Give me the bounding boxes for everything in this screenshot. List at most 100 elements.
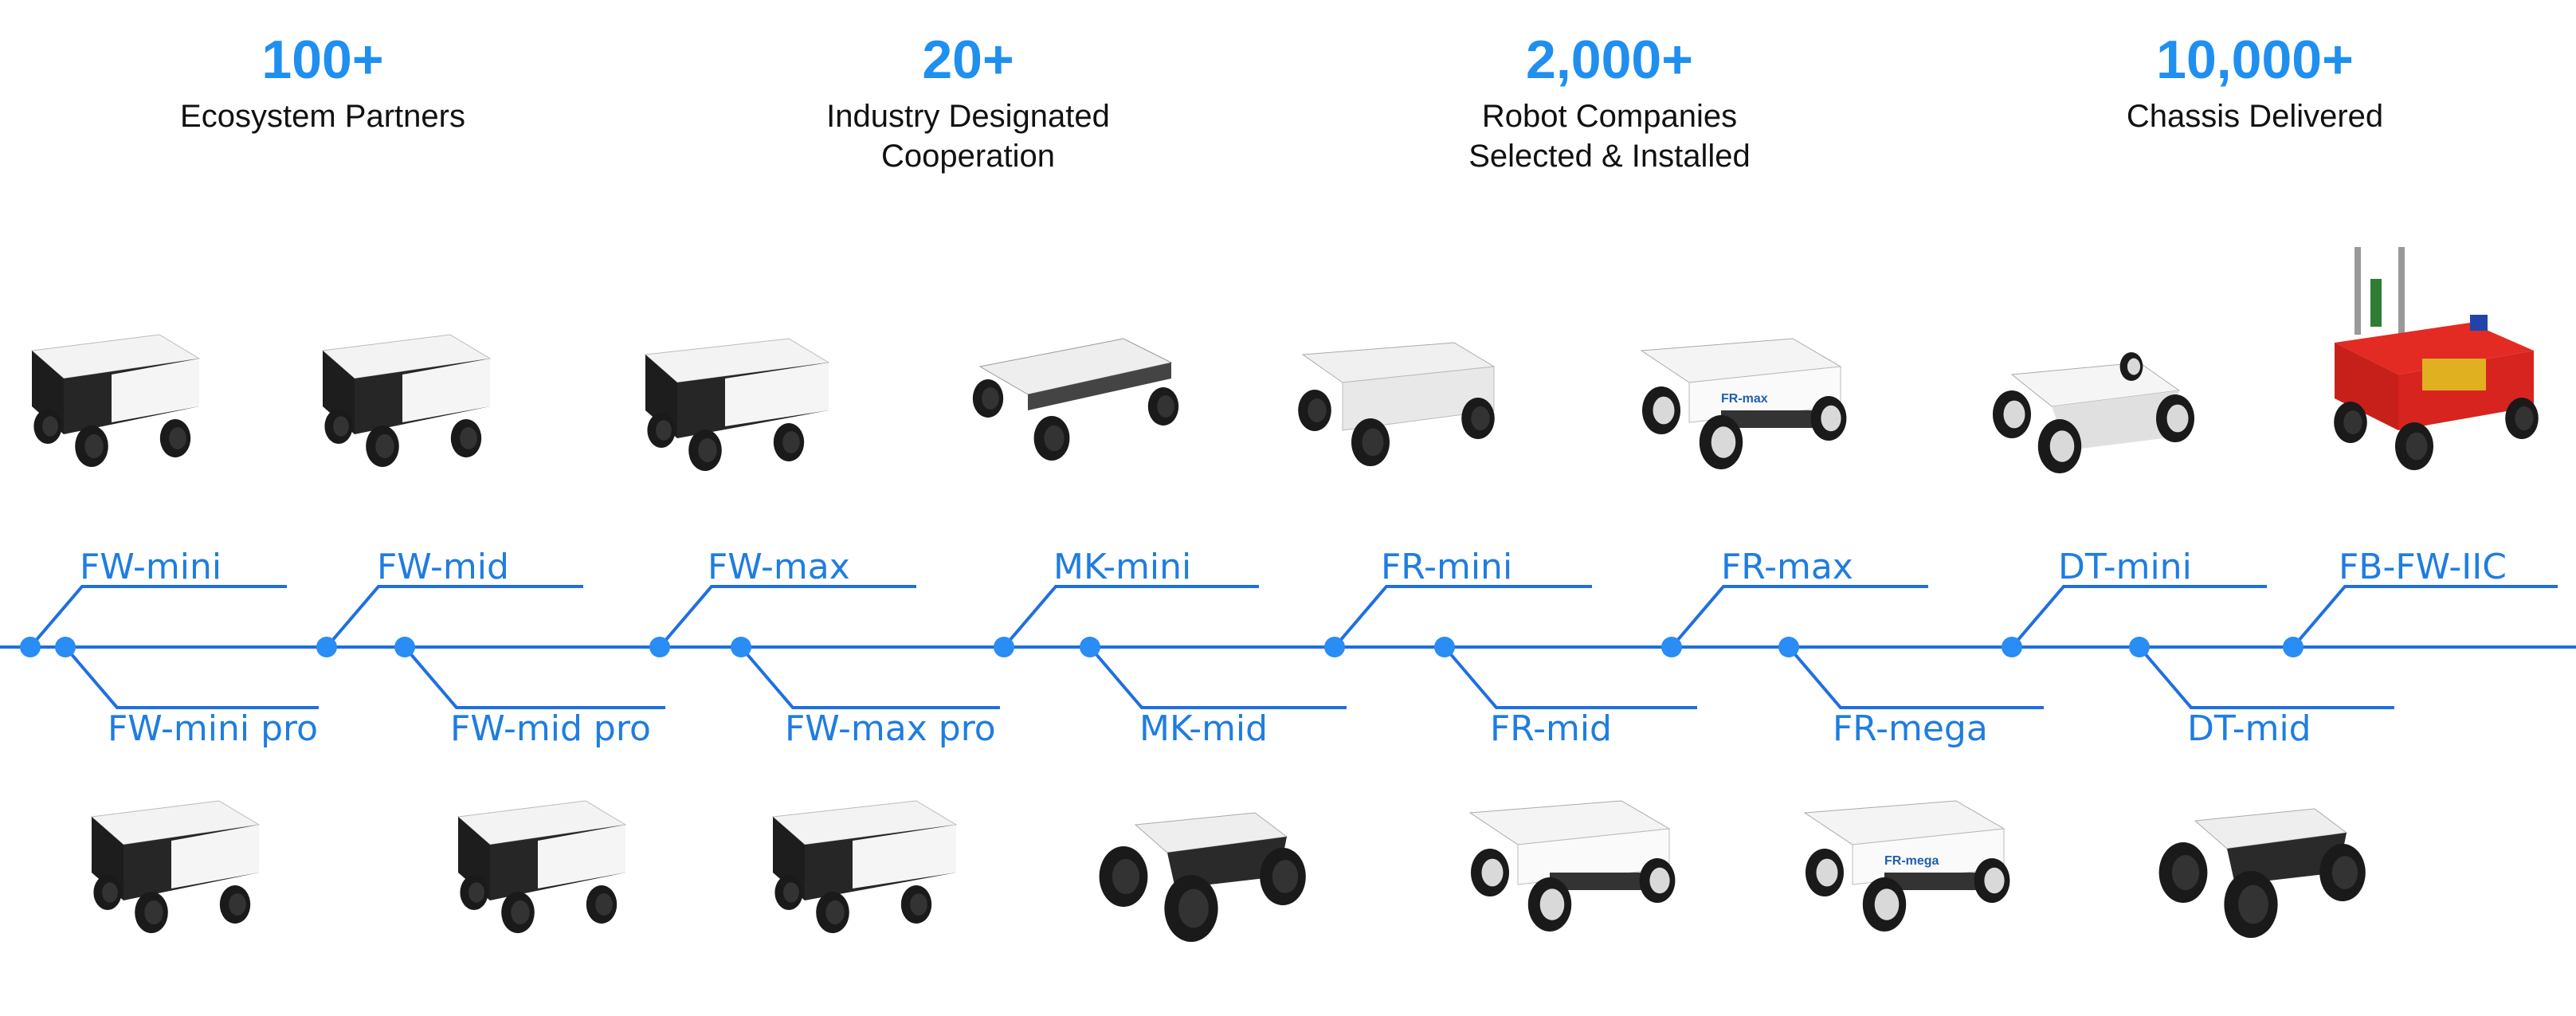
wheel-hub xyxy=(2127,358,2141,375)
robot-image-fw-mid-pro xyxy=(442,785,665,944)
wheel-hub xyxy=(1711,426,1736,458)
chassis-badge-text: FR-max xyxy=(1721,392,1768,406)
timeline-connector-top xyxy=(1333,585,1592,649)
timeline-dot xyxy=(649,637,670,657)
model-label-fr-mini: FR-mini xyxy=(1381,547,1513,587)
chassis-side xyxy=(2335,343,2398,430)
wheel-hub xyxy=(595,893,613,916)
wheel-hub xyxy=(84,433,104,459)
timeline-connector-bottom xyxy=(2138,645,2394,709)
timeline-connector-top xyxy=(29,585,287,649)
timeline-connector-top xyxy=(1002,585,1259,649)
wheel-hub xyxy=(102,882,118,903)
stat-value: 2,000+ xyxy=(1526,29,1693,90)
timeline-dot xyxy=(20,637,41,657)
wheel-hub xyxy=(1308,398,1327,423)
chassis-top xyxy=(2335,323,2534,375)
wheel-hub xyxy=(1362,428,1384,457)
wheel-hub xyxy=(2166,404,2189,433)
wheel-hub xyxy=(2515,406,2534,431)
timeline-dot xyxy=(994,637,1014,657)
wheel-hub xyxy=(2171,854,2200,891)
stat-industry-cooperation: 20+ Industry Designated Cooperation xyxy=(689,30,1247,176)
wheel-hub xyxy=(1178,889,1209,928)
robot-image-fr-mega: FR-mega xyxy=(1789,785,2012,944)
wheel-hub xyxy=(783,882,799,903)
model-label-fr-max: FR-max xyxy=(1721,547,1853,587)
robot-image-fr-max: FR-max xyxy=(1625,323,1849,482)
robot-image-fr-mid xyxy=(1454,785,1677,944)
timeline-connector-bottom xyxy=(1787,645,2044,709)
wheel-hub xyxy=(460,427,477,449)
mast xyxy=(2354,247,2361,335)
wheel-hub xyxy=(42,416,58,437)
signal-light xyxy=(2370,279,2382,327)
wheel-hub xyxy=(375,433,394,459)
wheel-hub xyxy=(782,431,800,453)
stat-label: Ecosystem Partners xyxy=(180,98,465,134)
timeline-dot xyxy=(1778,637,1799,657)
stat-ecosystem-partners: 100+ Ecosystem Partners xyxy=(44,30,602,136)
chassis-front xyxy=(1342,366,1495,431)
timeline-connector-top xyxy=(1670,585,1928,649)
wheel-hub xyxy=(333,416,349,437)
robot-image-fw-max-pro xyxy=(757,785,980,944)
stat-label-line: Cooperation xyxy=(881,138,1055,174)
stat-value: 20+ xyxy=(922,29,1014,90)
timeline-dot xyxy=(1324,637,1345,657)
wheel-hub xyxy=(2331,856,2358,889)
timeline-dot xyxy=(2129,637,2150,657)
wheel-hub xyxy=(1649,867,1670,894)
wheel-hub xyxy=(1539,889,1565,920)
wheel-hub xyxy=(169,427,186,449)
timeline-connector-bottom xyxy=(64,645,319,709)
wheel-hub xyxy=(2003,400,2025,429)
timeline-connector-top xyxy=(2010,585,2267,649)
model-label-fr-mid: FR-mid xyxy=(1490,708,1612,749)
timeline-connector-top xyxy=(658,585,916,649)
wheel-hub xyxy=(2049,430,2075,462)
chassis-underbody xyxy=(1884,873,1988,890)
timeline-connector-bottom xyxy=(739,645,1000,709)
robot-image-mk-mini xyxy=(964,319,1187,478)
timeline-dot xyxy=(1434,637,1455,657)
stat-label: Chassis Delivered xyxy=(2126,98,2384,134)
model-label-fw-mid-pro: FW-mid pro xyxy=(450,708,651,749)
timeline-dot xyxy=(1661,637,1682,657)
wheel-hub xyxy=(1816,858,1838,887)
timeline-dot xyxy=(55,637,76,657)
stat-robot-companies: 2,000+ Robot Companies Selected & Instal… xyxy=(1331,30,1888,176)
timeline-dot xyxy=(2283,637,2304,657)
model-label-dt-mini: DT-mini xyxy=(2058,547,2192,587)
robot-image-fw-mini xyxy=(16,319,239,478)
timeline-dot xyxy=(731,637,751,657)
timeline-dot xyxy=(316,637,337,657)
chassis-front xyxy=(2052,390,2179,450)
robot-image-fr-mini xyxy=(1287,323,1510,482)
wheel-hub xyxy=(1984,867,2005,894)
model-label-fw-mini-pro: FW-mini pro xyxy=(108,708,319,749)
timeline-connector-top xyxy=(325,585,583,649)
wheel-hub xyxy=(2238,885,2268,924)
chassis-panel xyxy=(725,363,829,426)
wheel-hub xyxy=(910,893,927,916)
wheel-hub xyxy=(1471,406,1490,431)
timeline-connectors xyxy=(29,585,2558,709)
wheel-hub xyxy=(698,437,717,463)
model-label-fw-max-pro: FW-max pro xyxy=(785,708,996,749)
stat-label-line: Robot Companies xyxy=(1481,98,1738,134)
chassis-panel xyxy=(171,825,259,889)
equipment-box xyxy=(2422,359,2486,390)
chassis-underbody xyxy=(1721,410,1825,428)
chassis-body xyxy=(1167,837,1287,889)
wheel-hub xyxy=(2343,410,2362,435)
wheel-hub xyxy=(469,882,484,903)
timeline-dots xyxy=(20,637,2304,657)
robot-image-fw-max xyxy=(629,323,853,482)
stat-chassis-delivered: 10,000+ Chassis Delivered xyxy=(1976,30,2534,136)
timeline-dot xyxy=(2002,637,2022,657)
model-label-mk-mini: MK-mini xyxy=(1053,547,1192,587)
timeline-connector-top xyxy=(2292,585,2558,649)
stat-value: 100+ xyxy=(261,29,384,90)
